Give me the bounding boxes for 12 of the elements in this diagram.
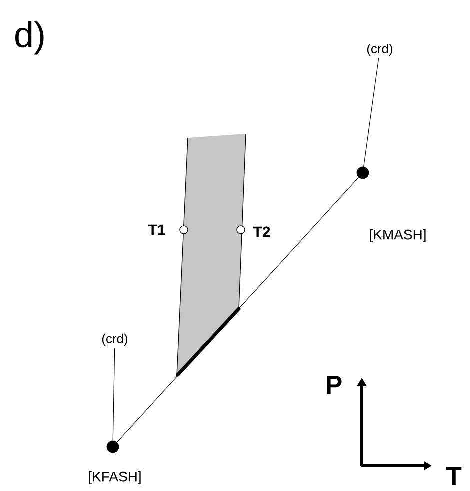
point-label: T2 xyxy=(253,226,270,238)
point-label: T1 xyxy=(148,224,166,236)
axis-label: T xyxy=(446,467,462,485)
leader-line xyxy=(364,58,380,168)
leader-line xyxy=(112,348,116,442)
panel-letter: d) xyxy=(16,21,44,55)
phase-label: (crd) xyxy=(102,334,128,346)
phase-label: (crd) xyxy=(367,44,393,56)
point-label: [KFASH] xyxy=(89,471,141,485)
axis-label: P xyxy=(327,376,342,394)
point-label: [KMASH] xyxy=(370,229,426,243)
reaction-line xyxy=(116,177,360,443)
